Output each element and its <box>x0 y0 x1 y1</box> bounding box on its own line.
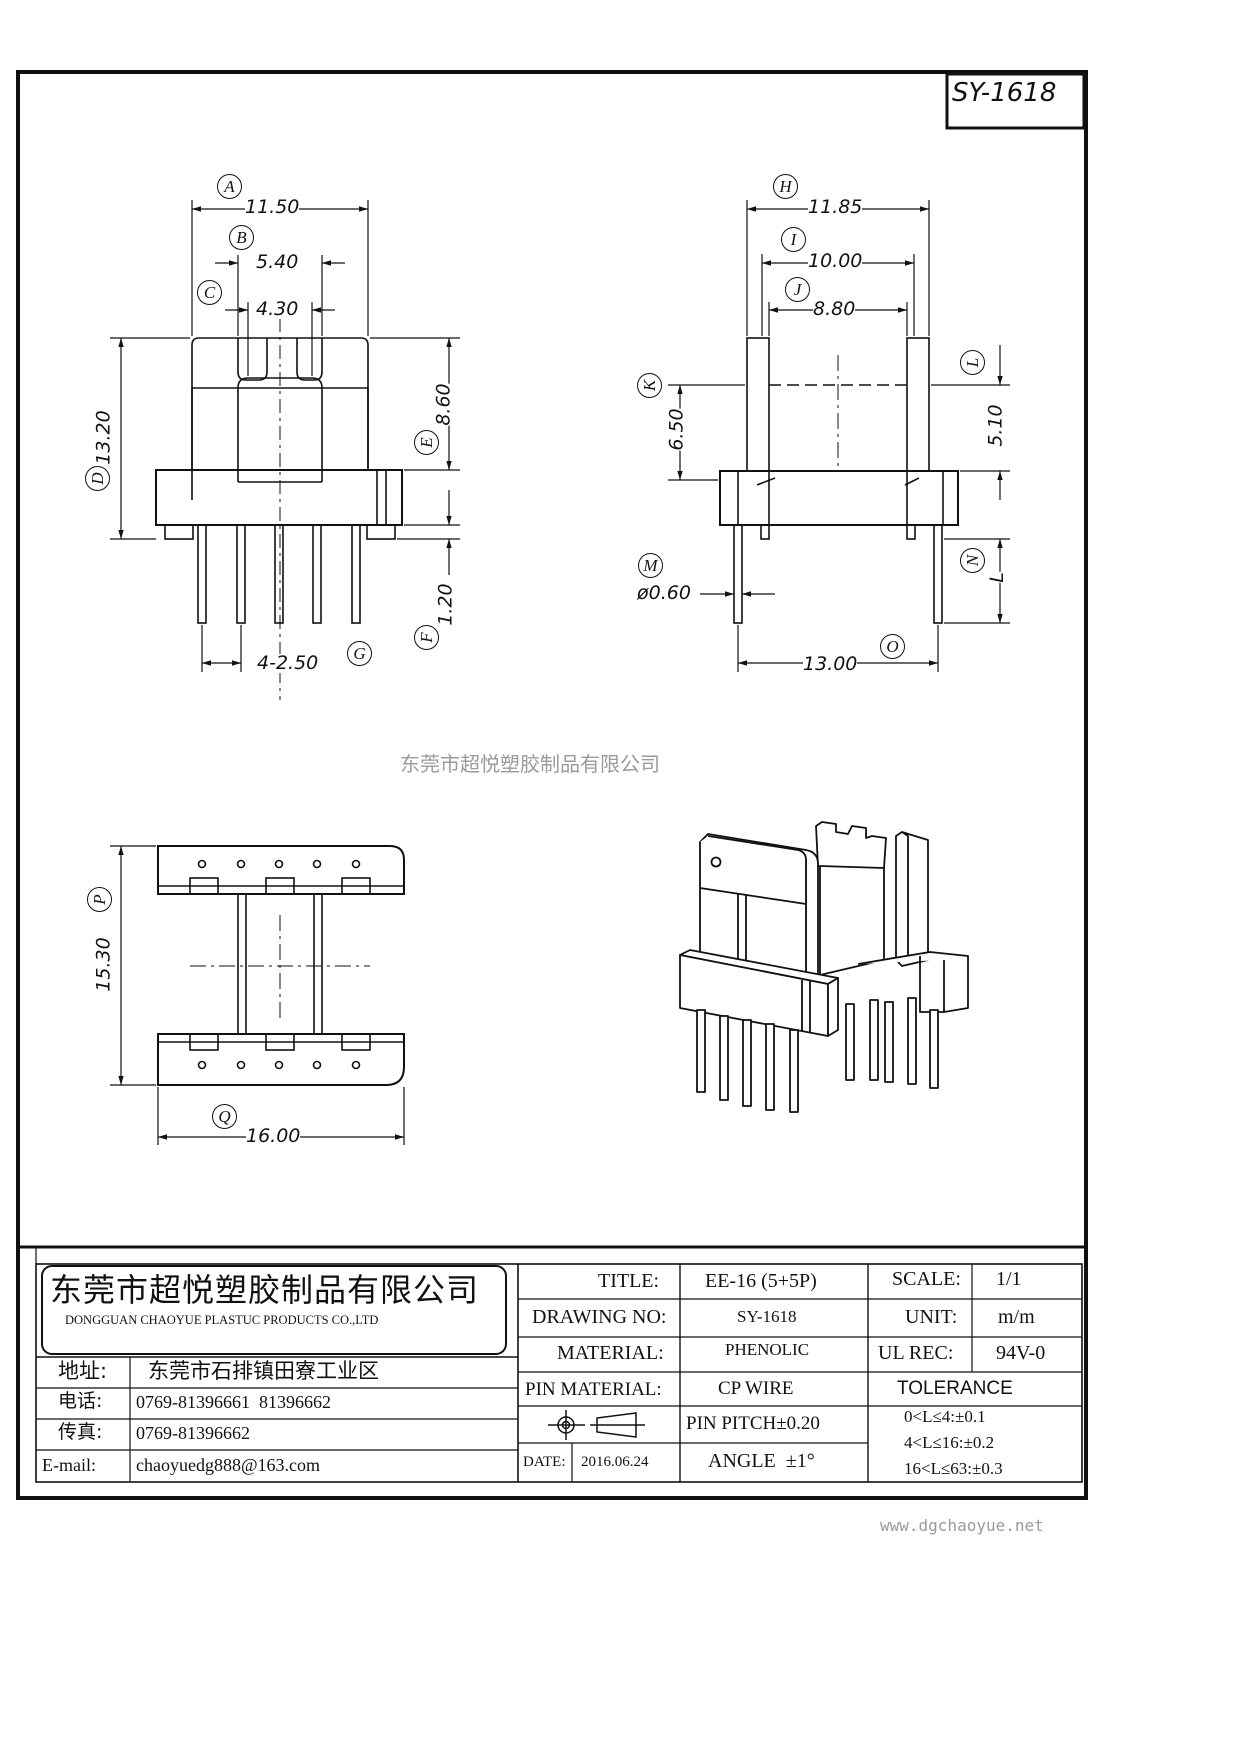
dim-d-value: 13.20 <box>92 410 115 465</box>
tolerance-label: TOLERANCE <box>897 1378 1013 1399</box>
email-value: chaoyuedg888@163.com <box>136 1455 321 1475</box>
angle-tolerance: ANGLE ±1° <box>708 1450 815 1472</box>
ul-value: 94V-0 <box>996 1342 1046 1364</box>
dim-m-letter: M <box>638 553 663 578</box>
dim-o-value: 13.00 <box>803 653 858 675</box>
dim-a-value: 11.50 <box>245 196 300 218</box>
company-name-cn: 东莞市超悦塑胶制品有限公司 <box>50 1271 480 1309</box>
pin-material-value: CP WIRE <box>718 1378 794 1399</box>
ul-label: UL REC: <box>878 1342 954 1364</box>
tolerance-range-1: 0<L≤4:±0.1 <box>904 1407 986 1426</box>
dim-a-letter: A <box>217 174 242 199</box>
dim-p-value: 15.30 <box>92 937 115 992</box>
dim-p-letter: P <box>87 887 112 912</box>
dim-k-letter: K <box>637 373 662 398</box>
drawing-no-label: DRAWING NO: <box>532 1306 667 1328</box>
dim-o-letter: O <box>880 634 905 659</box>
dim-j-value: 8.80 <box>813 298 856 320</box>
isometric-view <box>679 821 969 1113</box>
dim-m-value: ø0.60 <box>637 582 691 604</box>
watermark-center: 东莞市超悦塑胶制品有限公司 <box>400 752 660 776</box>
date-value: 2016.06.24 <box>581 1454 649 1470</box>
dim-n-letter: N <box>960 548 985 573</box>
dim-l-value: 5.10 <box>984 404 1007 447</box>
company-name-en: DONGGUAN CHAOYUE PLASTUC PRODUCTS CO.,LT… <box>65 1313 379 1327</box>
dim-f-letter: F <box>414 625 439 650</box>
dim-j-letter: J <box>785 277 810 302</box>
dim-q-value: 16.00 <box>246 1125 301 1147</box>
dim-c-letter: C <box>197 280 222 305</box>
watermark-footer: www.dgchaoyue.net <box>880 1516 1044 1535</box>
dim-g-value: 4-2.50 <box>257 652 319 674</box>
dim-h-letter: H <box>773 174 798 199</box>
dim-c-value: 4.30 <box>256 298 299 320</box>
material-value: PHENOLIC <box>725 1340 810 1359</box>
title-block <box>16 1245 1088 1500</box>
dim-g-letter: G <box>347 641 372 666</box>
pin-pitch-value: PIN PITCH±0.20 <box>686 1413 820 1434</box>
dim-i-value: 10.00 <box>808 250 863 272</box>
fax-label: 传真: <box>58 1421 103 1443</box>
dim-n-value: L <box>985 572 1008 583</box>
drawing-no-value: SY-1618 <box>737 1307 797 1326</box>
dim-i-letter: I <box>781 227 806 252</box>
dim-f-value: 1.20 <box>434 583 457 626</box>
dim-h-value: 11.85 <box>808 196 863 218</box>
date-label: DATE: <box>523 1454 566 1470</box>
title-label: TITLE: <box>598 1270 660 1292</box>
dim-e-letter: E <box>414 430 439 455</box>
address-label: 地址: <box>58 1359 108 1383</box>
pin-material-label: PIN MATERIAL: <box>525 1379 662 1400</box>
dim-e-value: 8.60 <box>432 383 455 426</box>
side-view <box>719 337 959 624</box>
code-box <box>945 72 1086 130</box>
front-view <box>155 318 403 700</box>
scale-label: SCALE: <box>892 1268 961 1290</box>
scale-value: 1/1 <box>996 1268 1022 1290</box>
unit-label: UNIT: <box>905 1306 958 1328</box>
phone-value: 0769-81396661 81396662 <box>136 1392 331 1412</box>
material-label: MATERIAL: <box>557 1342 664 1364</box>
top-view-dimension-lines <box>110 845 405 1145</box>
drawing-sheet <box>16 70 1088 1500</box>
tolerance-range-3: 16<L≤63:±0.3 <box>904 1459 1003 1478</box>
dim-b-value: 5.40 <box>256 251 299 273</box>
dim-q-letter: Q <box>212 1104 237 1129</box>
dim-l-letter: L <box>960 350 985 375</box>
top-view <box>157 845 405 1086</box>
third-angle-projection-icon <box>548 1410 645 1440</box>
dim-b-letter: B <box>229 225 254 250</box>
drawing-code: SY-1618 <box>952 78 1057 108</box>
fax-value: 0769-81396662 <box>136 1423 250 1443</box>
phone-label: 电话: <box>58 1390 103 1412</box>
email-label: E-mail: <box>42 1455 96 1475</box>
title-value: EE-16 (5+5P) <box>705 1270 817 1292</box>
unit-value: m/m <box>998 1306 1035 1328</box>
dim-d-letter: D <box>85 466 110 491</box>
tolerance-range-2: 4<L≤16:±0.2 <box>904 1433 995 1452</box>
address-value: 东莞市石排镇田寮工业区 <box>148 1359 379 1383</box>
dim-k-value: 6.50 <box>665 408 688 451</box>
